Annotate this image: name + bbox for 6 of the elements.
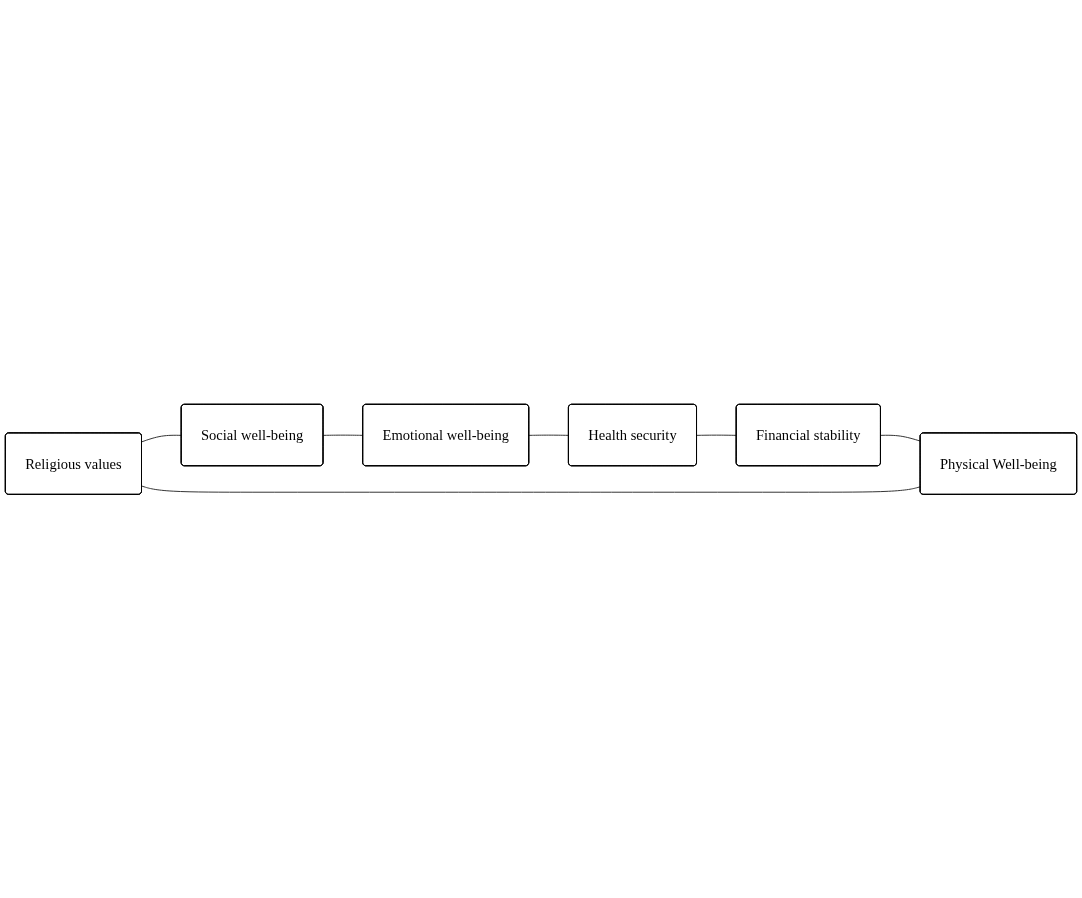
- connector: [880, 434, 921, 442]
- connector: [141, 434, 182, 442]
- connector: [696, 434, 737, 436]
- connector: [322, 434, 364, 436]
- connector: [528, 434, 570, 436]
- connector: [141, 485, 921, 493]
